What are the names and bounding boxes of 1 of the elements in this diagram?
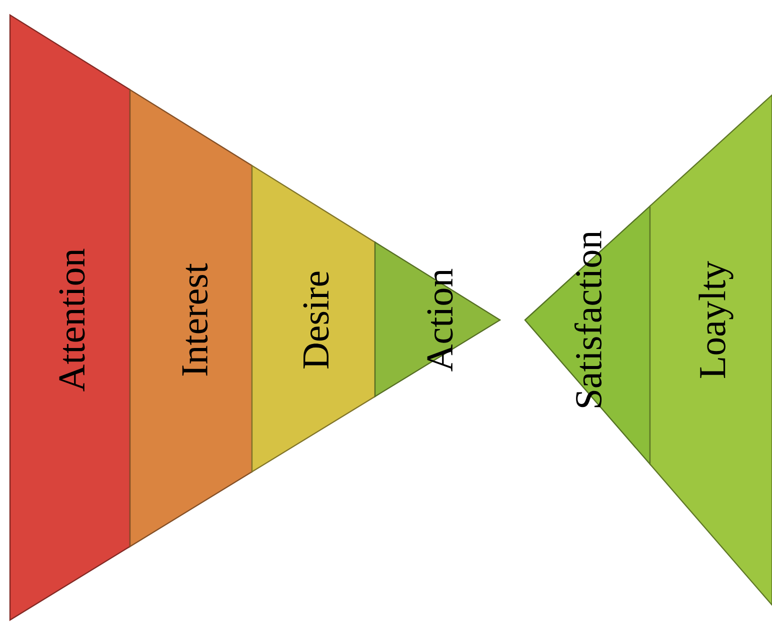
funnel-band: Loaylty [649, 94, 772, 607]
